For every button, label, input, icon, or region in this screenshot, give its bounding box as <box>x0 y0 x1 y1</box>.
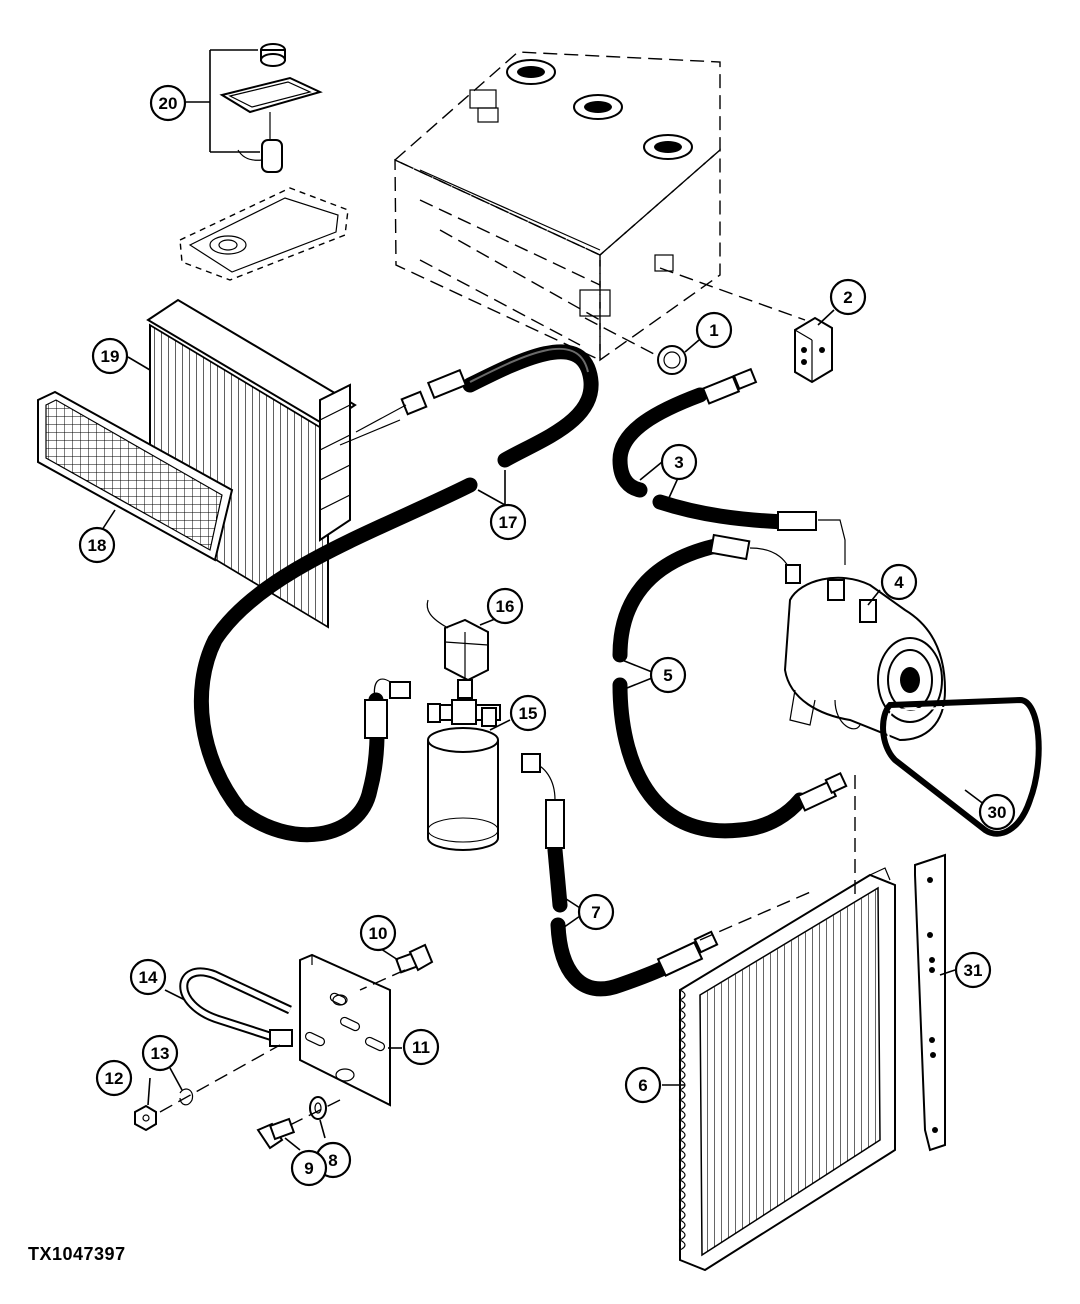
leader-dash-2 <box>659 267 806 321</box>
part-9-bolt <box>256 1117 296 1150</box>
part-18-filter <box>37 390 234 562</box>
callout-2: 2 <box>829 278 867 316</box>
callout-10: 10 <box>359 914 397 952</box>
part-3-hose-lower <box>652 494 793 530</box>
figure-id-label: TX1047397 <box>28 1244 126 1264</box>
callout-7: 7 <box>577 893 615 931</box>
callout-15: 15 <box>509 694 547 732</box>
leader-lines <box>101 49 986 1151</box>
svg-text:2: 2 <box>843 288 852 307</box>
callout-16: 16 <box>486 587 524 625</box>
part-15-receiver-drier <box>427 699 501 851</box>
svg-text:16: 16 <box>496 597 515 616</box>
hvac-housing <box>393 51 721 362</box>
svg-text:9: 9 <box>304 1159 313 1178</box>
part-1-grommet <box>657 345 687 375</box>
callout-1: 1 <box>695 311 733 349</box>
callout-4: 4 <box>880 563 918 601</box>
part-10-bolt <box>394 943 434 974</box>
callout-11: 11 <box>402 1028 440 1066</box>
callout-9: 9 <box>290 1149 328 1187</box>
part-7-hose-lower <box>550 917 678 997</box>
part-4-compressor <box>783 576 947 742</box>
callout-19: 19 <box>91 337 129 375</box>
svg-text:15: 15 <box>519 704 538 723</box>
part-16-pressure-switch <box>426 599 489 699</box>
callout-12: 12 <box>95 1059 133 1097</box>
part-6-condenser <box>678 867 896 1272</box>
part-30-belt <box>880 696 1042 837</box>
callout-6: 6 <box>624 1066 662 1104</box>
hose-fittings <box>355 367 848 977</box>
svg-text:17: 17 <box>499 513 518 532</box>
callout-3: 3 <box>660 443 698 481</box>
svg-text:4: 4 <box>894 573 904 592</box>
svg-text:11: 11 <box>412 1038 430 1057</box>
part-31-bracket <box>914 853 946 1152</box>
callout-14: 14 <box>129 958 167 996</box>
part-19-evaporator-core <box>146 298 401 629</box>
part-7-hose-upper <box>547 842 568 913</box>
callout-18: 18 <box>78 526 116 564</box>
part-2-expansion-valve <box>794 316 833 384</box>
part-8-washer <box>309 1096 327 1120</box>
callout-30: 30 <box>978 793 1016 831</box>
part-5-hose-upper <box>612 537 728 663</box>
svg-text:14: 14 <box>139 968 158 987</box>
part-17-hose-long <box>193 477 478 843</box>
svg-text:20: 20 <box>159 94 178 113</box>
svg-text:8: 8 <box>328 1151 337 1170</box>
svg-text:5: 5 <box>663 666 672 685</box>
svg-text:12: 12 <box>105 1069 124 1088</box>
svg-text:30: 30 <box>988 803 1007 822</box>
svg-text:3: 3 <box>674 453 683 472</box>
part-5-hose-lower <box>612 677 808 839</box>
callout-31: 31 <box>954 951 992 989</box>
svg-text:7: 7 <box>591 903 600 922</box>
part-11-mounting-plate <box>299 953 391 1107</box>
svg-text:10: 10 <box>369 924 388 943</box>
part-3-hose-upper <box>612 387 708 498</box>
callout-13: 13 <box>141 1034 179 1072</box>
svg-text:6: 6 <box>638 1076 647 1095</box>
callout-5: 5 <box>649 656 687 694</box>
part-14-clamp <box>179 967 293 1047</box>
callout-20: 20 <box>149 84 187 122</box>
svg-text:19: 19 <box>101 347 120 366</box>
part-13-lock-washer <box>179 1088 194 1106</box>
svg-text:1: 1 <box>709 321 718 340</box>
part-20-sensor-assembly <box>179 43 349 281</box>
part-17-hose-upper <box>462 344 599 468</box>
svg-text:31: 31 <box>964 961 983 980</box>
callout-17: 17 <box>489 503 527 541</box>
svg-text:18: 18 <box>88 536 107 555</box>
part-12-nut <box>134 1104 157 1132</box>
svg-text:13: 13 <box>151 1044 170 1063</box>
